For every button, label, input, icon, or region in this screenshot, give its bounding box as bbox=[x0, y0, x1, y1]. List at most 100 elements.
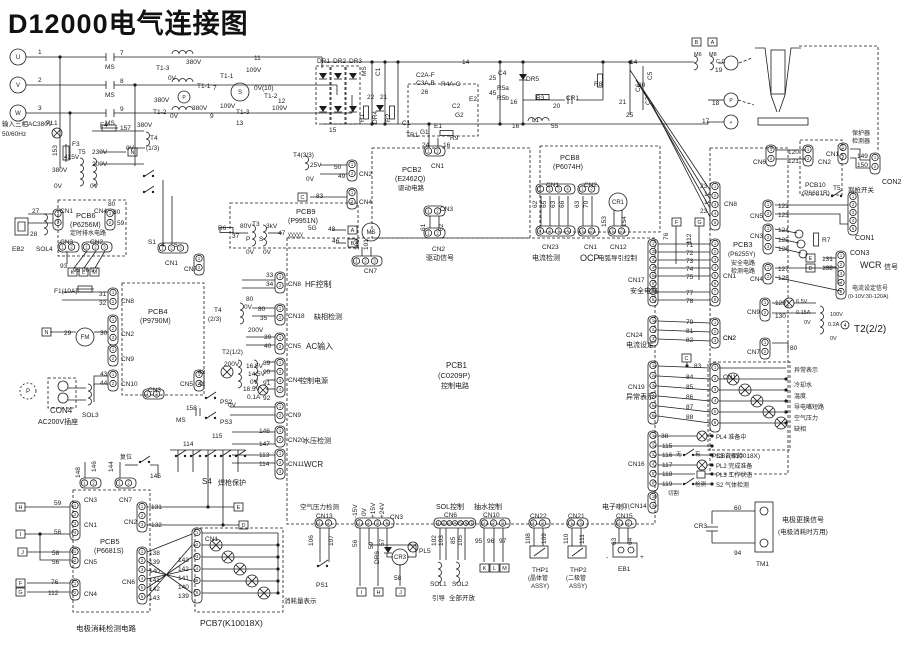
svg-text:C4: C4 bbox=[498, 70, 507, 77]
svg-text:TM1: TM1 bbox=[756, 561, 769, 568]
svg-text:CN9: CN9 bbox=[747, 309, 760, 316]
wire bbox=[775, 267, 841, 284]
label: 缺相 bbox=[794, 425, 806, 433]
svg-text:40: 40 bbox=[264, 343, 272, 350]
svg-text:2: 2 bbox=[548, 229, 551, 234]
label: 保护器 bbox=[852, 129, 870, 137]
cn18: 12 bbox=[274, 303, 286, 326]
wire bbox=[146, 568, 193, 580]
label: 控制电路 bbox=[441, 381, 469, 390]
label: 23 bbox=[700, 208, 708, 215]
wire bbox=[657, 375, 711, 380]
svg-text:CN6: CN6 bbox=[444, 512, 457, 519]
svg-text:(0-10V:30-120A): (0-10V:30-120A) bbox=[848, 294, 889, 300]
svg-text:2: 2 bbox=[38, 77, 42, 84]
svg-text:(P6074H): (P6074H) bbox=[553, 164, 583, 171]
component-outline bbox=[754, 501, 774, 553]
svg-text:113: 113 bbox=[259, 452, 270, 459]
svg-text:1: 1 bbox=[714, 365, 717, 370]
svg-text:1: 1 bbox=[74, 581, 77, 586]
wire bbox=[146, 560, 193, 594]
label: 13 bbox=[236, 120, 244, 127]
wire bbox=[533, 547, 546, 557]
svg-text:CN2: CN2 bbox=[432, 246, 445, 253]
wire-tag: H bbox=[15, 502, 26, 512]
svg-text:97: 97 bbox=[499, 538, 507, 545]
svg-text:1: 1 bbox=[581, 187, 584, 192]
label: DR5 bbox=[526, 76, 539, 83]
label: PCB7(K10018X) bbox=[200, 618, 263, 628]
svg-text:16: 16 bbox=[512, 123, 520, 130]
label: 90 bbox=[263, 369, 271, 376]
label: 60 bbox=[734, 505, 742, 512]
svg-text:CN5: CN5 bbox=[84, 559, 97, 566]
svg-text:1: 1 bbox=[437, 521, 440, 526]
svg-text:3kV: 3kV bbox=[266, 223, 278, 230]
svg-text:割枪开关: 割枪开关 bbox=[848, 185, 875, 194]
svg-text:92: 92 bbox=[263, 395, 271, 402]
component-circle: W bbox=[9, 104, 27, 122]
label: 96 bbox=[487, 538, 495, 545]
wire-tag: G bbox=[15, 587, 26, 597]
svg-text:94: 94 bbox=[734, 550, 742, 557]
cn8-pcb4: 12 bbox=[107, 287, 119, 310]
label: CN1 bbox=[584, 244, 597, 251]
svg-text:17: 17 bbox=[702, 118, 710, 125]
label: 5 bbox=[174, 242, 178, 249]
junction-dot bbox=[521, 122, 525, 126]
coil-icon bbox=[237, 359, 242, 389]
label: SOL1 bbox=[430, 581, 447, 588]
svg-text:温度: 温度 bbox=[794, 392, 806, 400]
label: (E2462Q) bbox=[395, 176, 425, 183]
label: 39 bbox=[264, 334, 272, 341]
component-circle: P bbox=[19, 382, 37, 400]
component-outline bbox=[612, 542, 638, 558]
svg-text:CN4: CN4 bbox=[94, 208, 107, 215]
component-circle: P bbox=[177, 90, 191, 104]
svg-text:6: 6 bbox=[652, 281, 655, 286]
label: CN1 bbox=[84, 522, 97, 529]
label: 0V bbox=[250, 379, 259, 386]
label: 44 bbox=[100, 380, 108, 387]
cn10-pcb4: 12 bbox=[107, 369, 119, 392]
switch-icon bbox=[138, 455, 151, 464]
label: AC200V插座 bbox=[38, 417, 78, 426]
svg-text:230V: 230V bbox=[92, 149, 108, 156]
label: 80 bbox=[790, 345, 798, 352]
svg-text:5: 5 bbox=[852, 226, 855, 231]
label: S bbox=[259, 236, 264, 243]
label: 28 bbox=[30, 231, 38, 238]
svg-text:145: 145 bbox=[150, 473, 161, 480]
label: 63 bbox=[550, 200, 557, 208]
label: 9 bbox=[120, 106, 124, 113]
svg-text:5: 5 bbox=[714, 409, 717, 414]
component-outline bbox=[757, 117, 809, 126]
svg-text:56: 56 bbox=[352, 539, 359, 547]
label: F4 bbox=[100, 122, 108, 129]
label: 81 bbox=[686, 328, 694, 335]
label: R8 bbox=[594, 81, 603, 88]
svg-text:1: 1 bbox=[539, 187, 542, 192]
label: 1 bbox=[38, 49, 42, 56]
component-circle bbox=[57, 380, 69, 392]
svg-text:4: 4 bbox=[714, 265, 717, 270]
svg-text:200V: 200V bbox=[248, 327, 264, 334]
svg-text:PCB6: PCB6 bbox=[76, 211, 96, 220]
svg-text:CN1: CN1 bbox=[205, 536, 218, 543]
label: 0V bbox=[170, 113, 179, 120]
label: 9 bbox=[210, 113, 214, 120]
label: 200V bbox=[248, 327, 264, 334]
label: PCB5 bbox=[100, 537, 120, 546]
svg-text:CN19: CN19 bbox=[628, 384, 645, 391]
component-circle bbox=[794, 229, 804, 239]
svg-text:90: 90 bbox=[263, 369, 271, 376]
label: (P9951N) bbox=[288, 218, 318, 225]
label: 安全电路 bbox=[630, 286, 658, 295]
svg-text:+: + bbox=[640, 554, 644, 561]
resistor-icon bbox=[813, 232, 819, 247]
svg-text:115: 115 bbox=[212, 433, 223, 440]
